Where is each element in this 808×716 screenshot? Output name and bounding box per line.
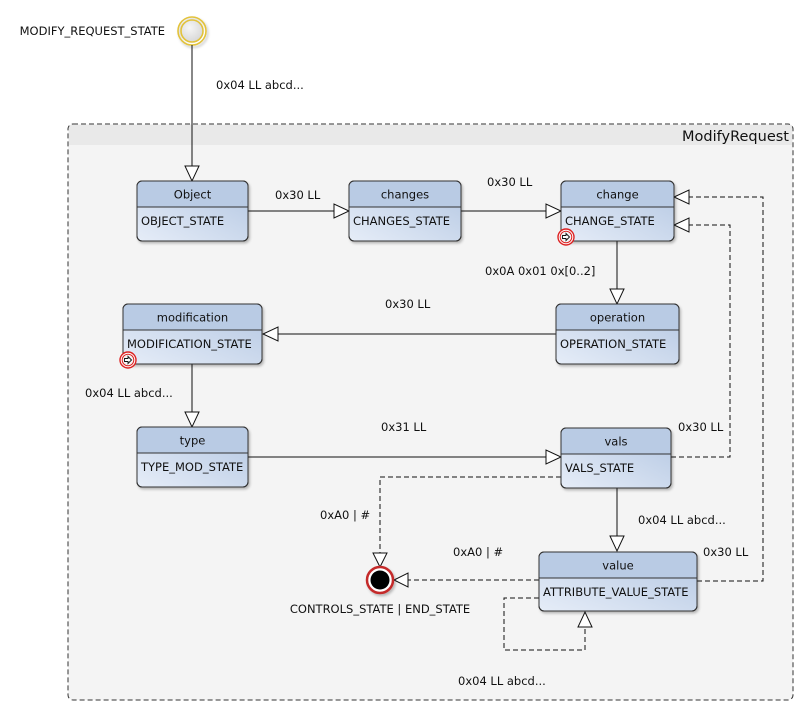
label-value-self-loop: 0x04 LL abcd... <box>458 674 546 688</box>
state-box-header <box>561 181 674 207</box>
arrowhead-down-type <box>184 411 200 429</box>
state-internal-name: OBJECT_STATE <box>141 214 224 228</box>
state-internal-name: VALS_STATE <box>565 461 634 475</box>
final-state[interactable] <box>365 565 395 595</box>
state-box-header <box>349 181 461 207</box>
label-value-to-change: 0x30 LL <box>703 545 749 559</box>
arrowhead-right-vals <box>545 449 563 465</box>
label-change-to-operation: 0x0A 0x01 0x[0..2] <box>485 264 595 278</box>
arrowhead-left-final <box>392 572 409 588</box>
state-internal-name: TYPE_MOD_STATE <box>140 460 243 474</box>
label-modification-to-type: 0x04 LL abcd... <box>85 386 173 400</box>
state-box-header <box>556 304 679 330</box>
container-header-band <box>69 125 792 145</box>
state-box-border <box>348 180 462 242</box>
transition-vals-to-final[interactable] <box>379 476 561 553</box>
final-state-dot <box>370 570 390 590</box>
state-internal-name: ATTRIBUTE_VALUE_STATE <box>543 585 689 599</box>
state-name: operation <box>590 311 645 325</box>
state-box-header <box>123 304 262 330</box>
label-value-to-final: 0xA0 | # <box>453 545 503 559</box>
state-box-header <box>137 181 248 207</box>
state-box-border <box>555 303 680 365</box>
transition-value-to-change[interactable] <box>689 196 764 582</box>
arrowhead-right-change <box>545 203 563 219</box>
state-box-border <box>122 303 263 365</box>
final-state-label: CONTROLS_STATE | END_STATE <box>290 602 470 616</box>
label-changes-to-change: 0x30 LL <box>487 175 533 189</box>
arrowhead-down-operation <box>609 288 625 306</box>
arrowhead-right-changes <box>333 203 351 219</box>
arrowhead-left-modification <box>261 326 279 342</box>
state-name: changes <box>381 188 429 202</box>
state-name: value <box>602 559 633 573</box>
container-title: ModifyRequest <box>682 129 789 145</box>
label-initial-to-object: 0x04 LL abcd... <box>216 78 304 92</box>
label-object-to-changes: 0x30 LL <box>275 188 321 202</box>
state-box-header <box>137 427 248 453</box>
label-type-to-vals: 0x31 LL <box>381 420 427 434</box>
initial-state-inner <box>180 19 204 43</box>
arrowhead-down-final <box>372 552 388 569</box>
initial-state[interactable] <box>177 16 207 46</box>
entry-point-icon <box>119 351 137 369</box>
initial-state-label: MODIFY_REQUEST_STATE <box>20 24 165 38</box>
label-operation-to-modification: 0x30 LL <box>385 297 431 311</box>
state-name: change <box>596 188 638 202</box>
entry-point-icon <box>557 228 575 246</box>
state-box-border <box>538 551 698 612</box>
state-box-border <box>560 427 672 489</box>
state-internal-name: CHANGE_STATE <box>565 214 655 228</box>
state-box-border <box>136 426 249 488</box>
arrowhead-up-value <box>577 610 593 628</box>
arrowhead-down-value <box>609 535 625 553</box>
state-box-border <box>136 180 249 242</box>
state-box-header <box>539 552 697 578</box>
state-name: type <box>180 434 206 448</box>
state-internal-name: MODIFICATION_STATE <box>127 337 252 351</box>
state-box-header <box>561 428 671 454</box>
state-internal-name: OPERATION_STATE <box>560 337 666 351</box>
state-name: vals <box>604 435 627 449</box>
arrowhead-down-object <box>184 165 200 183</box>
state-name: Object <box>174 188 212 202</box>
state-box-border <box>560 180 675 242</box>
arrowhead-left-change-bottom <box>672 217 690 233</box>
label-vals-to-final: 0xA0 | # <box>320 508 370 522</box>
state-internal-name: CHANGES_STATE <box>353 214 450 228</box>
label-vals-to-value: 0x04 LL abcd... <box>638 513 726 527</box>
label-vals-to-change: 0x30 LL <box>678 420 724 434</box>
arrowhead-left-change-top <box>672 189 690 205</box>
state-name: modification <box>157 311 228 325</box>
